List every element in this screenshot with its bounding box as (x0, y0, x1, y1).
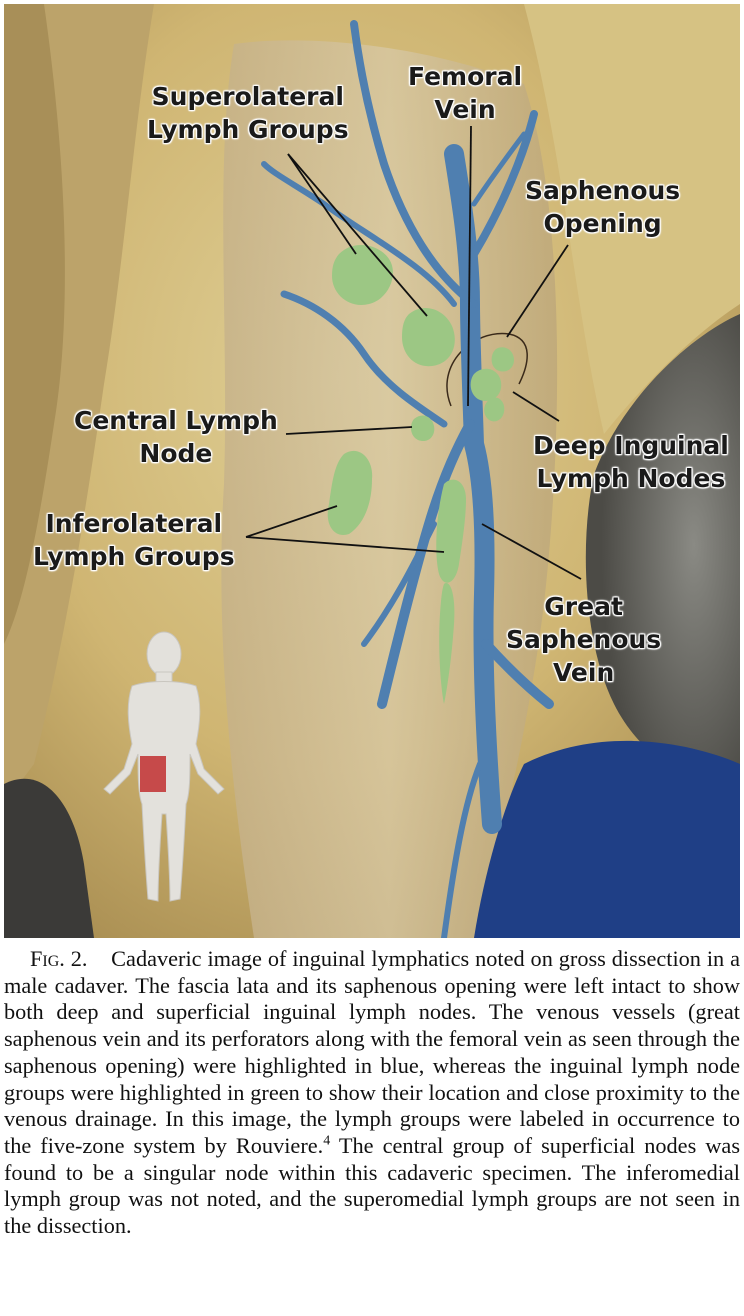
groin-region-highlight (140, 756, 166, 792)
superolateral-node-1 (332, 244, 393, 305)
reference-superscript: 4 (323, 1133, 331, 1149)
leader-lines (245, 125, 582, 580)
scrotum-region (585, 314, 740, 776)
central-node (410, 415, 435, 442)
dissection-illustration (4, 4, 740, 938)
deep-inguinal-node-2 (491, 347, 514, 372)
inferolateral-node-2 (436, 479, 466, 583)
caption-text: Cadaveric image of inguinal lymphatics n… (4, 946, 741, 1158)
caption-text-continued: The central group of superficial nodes w… (4, 1132, 740, 1239)
deep-inguinal-node-1 (470, 368, 502, 402)
saphenous-opening-outline (446, 332, 528, 407)
figure-number: Fig. 2. (30, 946, 88, 971)
figure-caption: Fig. 2. Cadaveric image of inguinal lymp… (4, 946, 740, 1312)
great-saphenous-vein (444, 144, 502, 834)
superolateral-node-2 (402, 307, 455, 367)
deep-inguinal-node-3 (484, 397, 505, 422)
blue-tarp (474, 740, 740, 938)
inferolateral-node-1 (327, 450, 373, 535)
lymph-nodes (327, 244, 514, 704)
veins (261, 20, 554, 938)
